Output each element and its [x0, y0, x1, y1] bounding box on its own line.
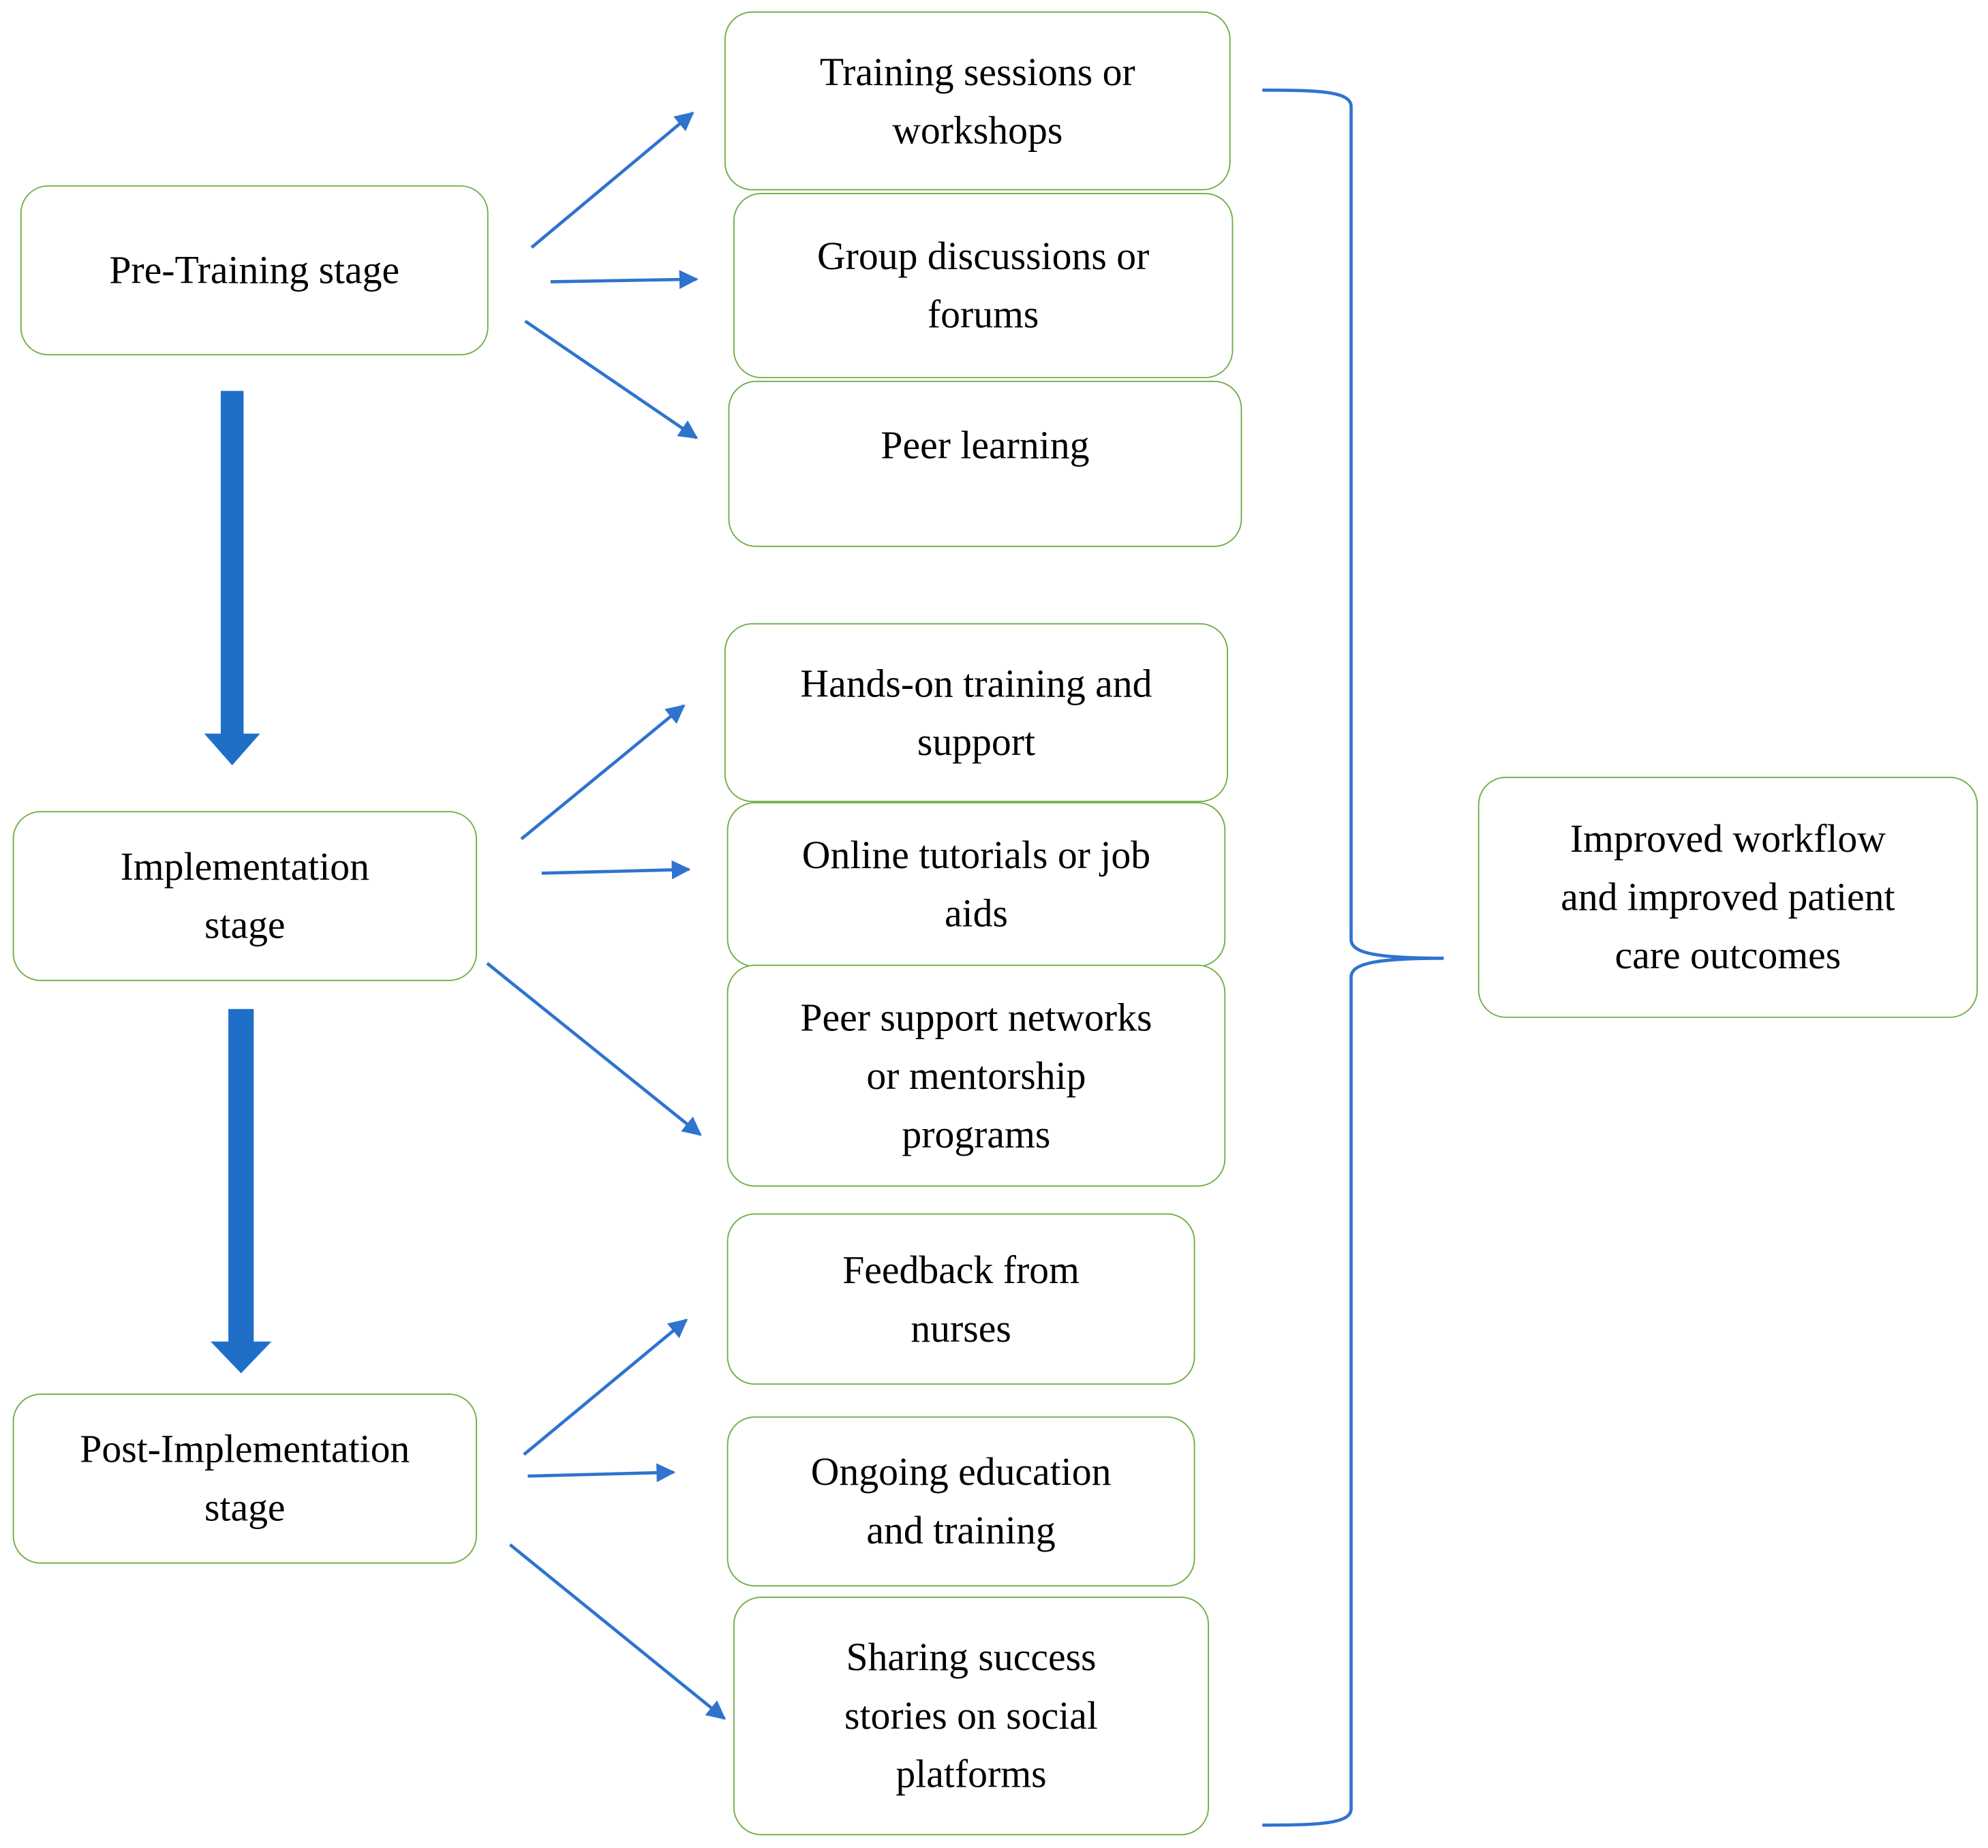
activity-label: Group discussions or forums	[817, 233, 1150, 337]
activity-label: Sharing success stories on social platfo…	[844, 1635, 1098, 1796]
stage-label: Pre-Training stage	[109, 247, 400, 292]
activity-group-discussions: Group discussions or forums	[733, 193, 1234, 379]
outcome-label: Improved workflow and improved patient c…	[1561, 816, 1895, 978]
stage-label: Post-Implementation stage	[80, 1426, 410, 1530]
activity-sharing-success-stories: Sharing success stories on social platfo…	[733, 1597, 1210, 1836]
arrow-implementation-to-hands-on	[520, 704, 686, 840]
arrow-implementation-to-peer-support	[486, 961, 702, 1136]
activity-online-tutorials: Online tutorials or job aids	[727, 802, 1226, 968]
activity-ongoing-education: Ongoing education and training	[727, 1416, 1195, 1587]
arrow-pre-training-to-group-discussions	[550, 270, 699, 290]
stage-arrow-2	[211, 1008, 272, 1374]
arrow-pre-training-to-peer-learning	[524, 320, 699, 440]
activity-label: Ongoing education and training	[810, 1449, 1112, 1552]
arrow-post-implementation-to-ongoing-education	[527, 1463, 676, 1483]
activity-label: Peer learning	[881, 422, 1090, 467]
arrow-post-implementation-to-feedback	[523, 1319, 688, 1456]
activity-label: Hands-on training and support	[800, 660, 1152, 764]
activity-hands-on-training: Hands-on training and support	[724, 623, 1228, 803]
activity-peer-learning: Peer learning	[728, 380, 1242, 547]
stage-implementation: Implementation stage	[12, 811, 477, 981]
outcome-box: Improved workflow and improved patient c…	[1478, 776, 1978, 1018]
activity-feedback: Feedback from nurses	[727, 1213, 1195, 1385]
activity-label: Feedback from nurses	[842, 1247, 1080, 1350]
stage-pre-training: Pre-Training stage	[20, 185, 489, 356]
activity-peer-support: Peer support networks or mentorship prog…	[727, 964, 1226, 1187]
stage-post-implementation: Post-Implementation stage	[12, 1393, 477, 1564]
stage-label: Implementation stage	[120, 844, 369, 947]
outcome-brace	[1262, 88, 1444, 1827]
arrow-pre-training-to-workshops	[530, 111, 694, 249]
activity-label: Training sessions or workshops	[819, 48, 1135, 152]
arrow-implementation-to-online-tutorials	[541, 860, 691, 880]
activity-training-sessions: Training sessions or workshops	[724, 11, 1231, 191]
activity-label: Online tutorials or job aids	[801, 832, 1151, 936]
stage-arrow-1	[204, 390, 260, 766]
arrow-post-implementation-to-sharing	[508, 1543, 727, 1720]
activity-label: Peer support networks or mentorship prog…	[800, 994, 1152, 1156]
